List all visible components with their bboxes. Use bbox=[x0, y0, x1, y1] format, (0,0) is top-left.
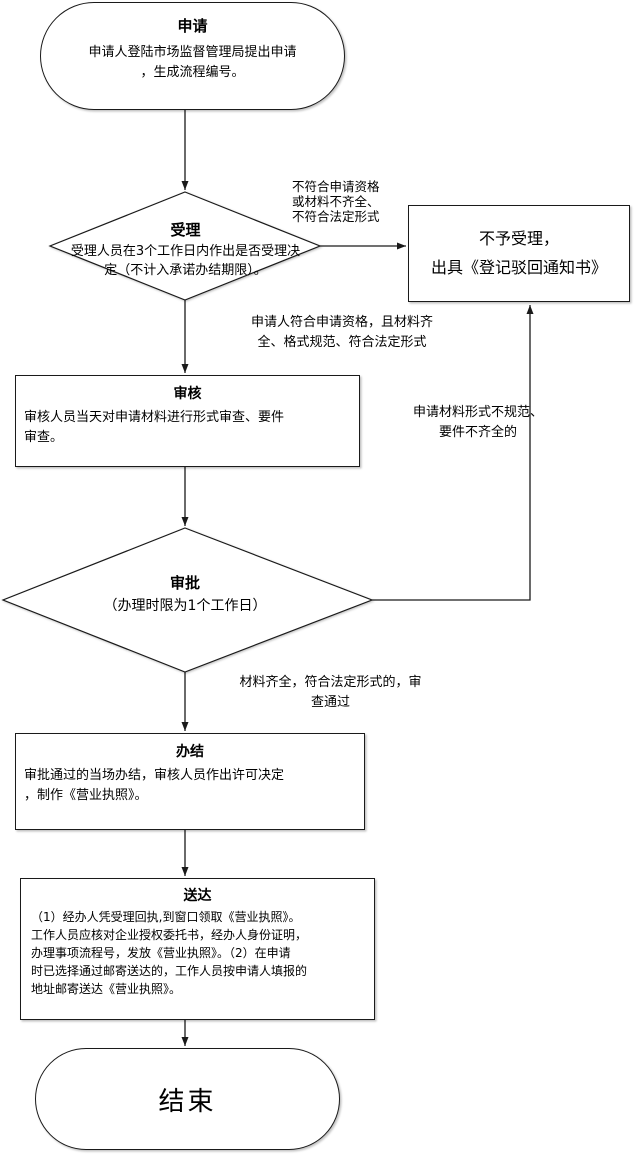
edge-label-qualified: 申请人符合申请资格，且材料齐 全、格式规范、符合法定形式 bbox=[250, 315, 433, 350]
complete-body: 审批通过的当场办结，审核人员作出许可决定 ，制作《营业执照》。 bbox=[24, 768, 285, 804]
apply-node: 申请 申请人登陆市场监督管理局提出申请 ，生成流程编号。 bbox=[40, 2, 345, 110]
end-node: 结束 bbox=[35, 1048, 340, 1150]
deliver-title: 送达 bbox=[183, 888, 212, 904]
review-title: 审核 bbox=[173, 386, 202, 402]
approve-subtitle: （办理时限为1个工作日） bbox=[103, 598, 267, 614]
apply-body: 申请人登陆市场监督管理局提出申请 ，生成流程编号。 bbox=[88, 45, 297, 81]
complete-title: 办结 bbox=[176, 744, 204, 760]
approve-title: 审批 bbox=[169, 574, 200, 592]
edge-label-pass: 材料齐全，符合法定形式的，审 查通过 bbox=[239, 675, 422, 710]
reject-node: 不予受理， 出具《登记驳回通知书》 bbox=[408, 205, 630, 302]
accept-node: 受理 受理人员在3个工作日内作出是否受理决 定（不计入承诺办结期限）。 bbox=[28, 219, 343, 281]
edge-label-form-issue: 申请材料形式不规范、 要件不齐全的 bbox=[412, 405, 543, 440]
arrow-approve-to-reject bbox=[372, 305, 534, 601]
accept-body: 受理人员在3个工作日内作出是否受理决 定（不计入承诺办结期限）。 bbox=[70, 244, 301, 278]
apply-title: 申请 bbox=[177, 17, 208, 35]
complete-node: 办结 审批通过的当场办结，审核人员作出许可决定 ，制作《营业执照》。 bbox=[15, 733, 365, 830]
accept-title: 受理 bbox=[170, 221, 201, 239]
approve-diamond-shape bbox=[1, 527, 374, 673]
edge-label-not-qualified: 不符合申请资格 或材料不齐全、 不符合法定形式 bbox=[292, 179, 380, 224]
deliver-node: 送达 （1）经办人凭受理回执,到窗口领取《营业执照》。 工作人员应核对企业授权委… bbox=[20, 878, 375, 1020]
review-node: 审核 审核人员当天对申请材料进行形式审查、要件 审查。 bbox=[15, 375, 360, 467]
review-body: 审核人员当天对申请材料进行形式审查、要件 审查。 bbox=[24, 410, 285, 446]
accept-diamond-shape bbox=[48, 191, 322, 301]
deliver-body: （1）经办人凭受理回执,到窗口领取《营业执照》。 工作人员应核对企业授权委托书，… bbox=[31, 910, 308, 996]
approve-node: 审批 （办理时限为1个工作日） bbox=[55, 572, 315, 615]
